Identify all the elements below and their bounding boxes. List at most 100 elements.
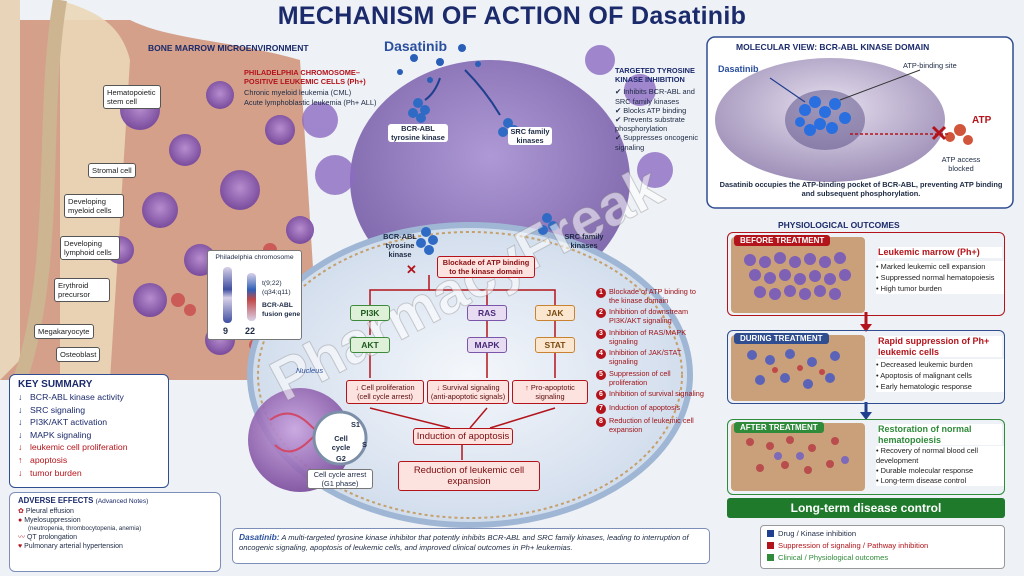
block-x-icon: ✕	[406, 262, 417, 277]
step-number: 2	[596, 308, 606, 319]
src-label-top: SRC family kinases	[508, 127, 552, 146]
step-text: Blockade of ATP binding to the kinase do…	[609, 287, 696, 305]
outcome-during: DURING TREATMENT Rapid suppression of Ph…	[727, 330, 1005, 404]
node-ras: RAS	[467, 305, 507, 321]
outcome-item-text: Marked leukemic cell expansion	[880, 262, 986, 271]
footer-summary: Dasatinib: A multi-targeted tyrosine kin…	[232, 528, 710, 564]
page-title: MECHANISM OF ACTION OF Dasatinib	[277, 2, 747, 30]
arrow-down-icon: ↓	[18, 417, 23, 428]
arrow-up-icon: ↑	[18, 454, 23, 465]
effect-text: Survival signaling (anti-apoptotic signa…	[430, 383, 506, 402]
molecular-drug-label: Dasatinib	[718, 64, 759, 74]
chromosome-panel: Philadelphia chromosome t(9;22) (q34;q11…	[207, 250, 302, 340]
legend-text: Drug / Kinase inhibition	[778, 529, 857, 538]
molecular-caption: Dasatinib occupies the ATP-binding pocke…	[719, 180, 1003, 199]
cell-cycle-title: Cell cycle	[331, 434, 351, 453]
tki-item: ✔ Suppresses oncogenic signaling	[615, 133, 699, 152]
key-summary-item: ↓SRC signaling	[18, 404, 160, 417]
effect-text: Cell proliferation (cell cycle arrest)	[357, 383, 415, 402]
cell-bcr-abl-label: BCR-ABL tyrosine kinase	[383, 232, 417, 260]
tki-item-text: Inhibits BCR-ABL and SRC family kinases	[615, 87, 695, 106]
node-jak: JAK	[535, 305, 575, 321]
key-summary-item: ↓BCR-ABL kinase activity	[18, 391, 160, 404]
arrow-down-icon: ↓	[18, 467, 23, 478]
step-text: Inhibition of JAK/STAT signaling	[609, 348, 682, 367]
arrow-down-icon: ↓	[18, 392, 23, 402]
molecular-blocked-label: ATP access blocked	[941, 155, 981, 174]
ecg-icon: 〰	[18, 534, 25, 541]
adverse-item-text: Pulmonary arterial hypertension	[24, 543, 123, 550]
adverse-effects-panel: ADVERSE EFFECTS (Advanced Notes) ✿ Pleur…	[9, 492, 221, 572]
outcome-after-items: • Recovery of normal blood cell developm…	[876, 446, 1004, 486]
key-summary-item: ↑apoptosis	[18, 454, 160, 467]
outcome-after-label: AFTER TREATMENT	[734, 422, 824, 433]
step-number: 8	[596, 417, 606, 428]
step-number: 1	[596, 288, 606, 298]
adverse-heading-text: ADVERSE EFFECTS	[18, 496, 94, 505]
outcome-after-title: Restoration of normal hematopoiesis	[878, 424, 1002, 445]
effect-survival: ↓ Survival signaling (anti-apoptotic sig…	[427, 380, 509, 405]
effect-text: Pro-apoptotic signaling	[530, 383, 575, 402]
label-stromal-cell: Stromal cell	[88, 163, 136, 178]
tki-panel: TARGETED TYROSINE KINASE INHIBITION ✔ In…	[615, 66, 707, 152]
tki-item-text: Prevents substrate phosphorylation	[615, 115, 685, 134]
outcome-before-items: • Marked leukemic cell expansion • Suppr…	[876, 261, 1004, 294]
outcome-during-label: DURING TREATMENT	[734, 333, 829, 344]
node-pi3k: PI3K	[350, 305, 390, 321]
adverse-item: 〰 QT prolongation	[18, 533, 212, 542]
key-summary-text: MAPK signaling	[30, 429, 92, 440]
outcome-before-title: Leukemic marrow (Ph+)	[878, 247, 1002, 258]
legend-text: Suppression of signaling / Pathway inhib…	[778, 541, 929, 550]
chromosome-heading: Philadelphia chromosome	[215, 254, 294, 261]
label-developing-myeloid-cells: Developing myeloid cells	[64, 194, 124, 218]
cycle-phase-s: S	[362, 440, 367, 449]
outcome-before-label: BEFORE TREATMENT	[734, 235, 831, 246]
lungs-icon: ✿	[18, 508, 24, 515]
step-text: Inhibition of downstream PI3K/AKT signal…	[609, 307, 689, 326]
tki-item-text: Suppresses oncogenic signaling	[615, 133, 699, 152]
key-summary-text: leukemic cell proliferation	[30, 442, 128, 453]
outcome-item: • Recovery of normal blood cell developm…	[876, 446, 979, 465]
effect-arrow: ↓	[355, 383, 360, 392]
effect-proliferation: ↓ Cell proliferation (cell cycle arrest)	[346, 380, 424, 405]
outcome-item: • Decreased leukemic burden	[876, 360, 973, 369]
node-stat: STAT	[535, 337, 575, 353]
key-summary-list: ↓BCR-ABL kinase activity↓SRC signaling↓P…	[18, 391, 160, 479]
key-summary-heading: KEY SUMMARY	[18, 379, 93, 390]
effect-arrow: ↓	[436, 383, 441, 392]
adverse-item-text: QT prolongation	[26, 534, 78, 541]
bone-marrow-heading: BONE MARROW MICROENVIRONMENT	[148, 43, 309, 53]
label-megakaryocyte: Megakaryocyte	[34, 324, 94, 339]
adverse-item-text: Myelosuppression	[24, 517, 81, 524]
chromosome-22-icon	[247, 273, 256, 321]
legend-swatch	[767, 554, 774, 561]
outcome-item: • Long-term disease control	[876, 476, 967, 485]
outcome-item-text: Durable molecular response	[880, 466, 974, 475]
effect-pro-apoptotic: ↑ Pro-apoptotic signaling	[512, 380, 588, 405]
step-text: Reduction of leukemic cell expansion	[609, 416, 694, 434]
molecular-atp-label: ATP	[972, 115, 992, 126]
step-number: 4	[596, 349, 606, 360]
apoptosis-box: Induction of apoptosis	[413, 428, 513, 445]
key-summary-text: tumor burden	[30, 467, 82, 478]
label-hematopoietic-stem-cell: Hematopoietic stem cell	[103, 85, 161, 109]
translocation-label: t(9;22) (q34;q11)	[262, 280, 291, 297]
step-number: 5	[596, 369, 606, 380]
arrow-down-icon: ↓	[18, 429, 23, 440]
outcome-item: • Marked leukemic cell expansion	[876, 262, 986, 271]
outcome-item: • Suppressed normal hematopoiesis	[876, 273, 995, 282]
key-summary-item: ↓ MAPK signaling	[18, 429, 160, 442]
outcome-during-items: • Decreased leukemic burden • Apoptosis …	[876, 359, 1004, 392]
chromosome-9-icon	[223, 267, 232, 323]
cell-cycle-arrest: Cell cycle arrest (G1 phase)	[307, 469, 373, 490]
adverse-item: ✿ Pleural effusion	[18, 507, 212, 516]
blood-cells-icon: ●	[18, 517, 23, 524]
long-term-banner: Long-term disease control	[727, 498, 1005, 518]
reduction-box: Reduction of leukemic cell expansion	[398, 461, 540, 491]
outcome-item: • High tumor burden	[876, 284, 942, 293]
step-text: Suppression of cell proliferation	[609, 368, 671, 387]
outcome-item-text: Suppressed normal hematopoiesis	[880, 273, 995, 282]
